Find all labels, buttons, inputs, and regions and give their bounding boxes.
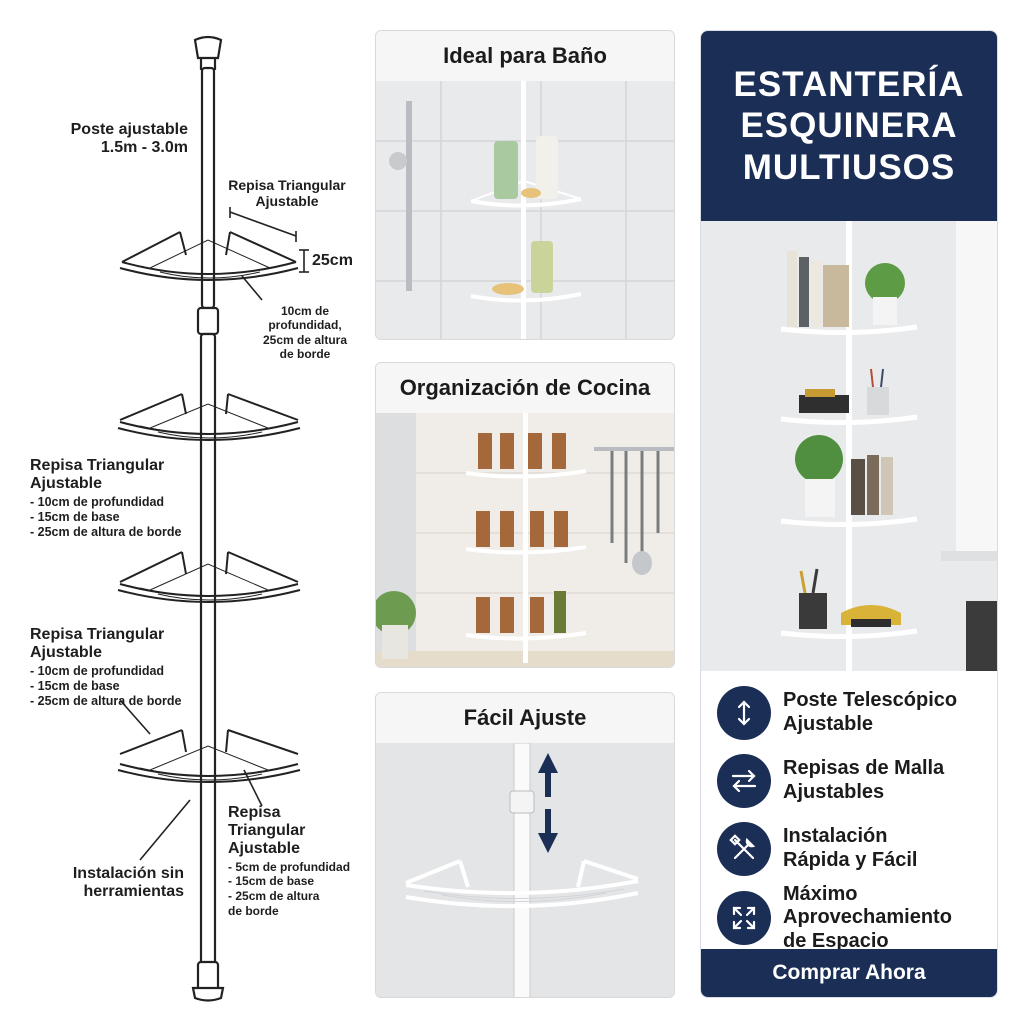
feature-installation-text: Instalación Rápida y Fácil xyxy=(783,825,918,871)
buy-now-button[interactable]: Comprar Ahora xyxy=(701,949,997,997)
pole-and-shelves-drawing xyxy=(117,35,309,1002)
shelf-2-spec: Repisa Triangular Ajustable 10cm de prof… xyxy=(30,457,210,541)
panel-title: ESTANTERÍA ESQUINERA MULTIUSOS xyxy=(733,65,965,187)
shelf-2-bullets: 10cm de profundidad 15cm de base 25cm de… xyxy=(30,495,210,541)
shelf-4 xyxy=(117,729,301,783)
pole-label: Poste ajustable 1.5m - 3.0m xyxy=(70,121,188,156)
product-diagram: Poste ajustable 1.5m - 3.0m Repisa Trian… xyxy=(0,0,370,1024)
card-adjust: Fácil Ajuste xyxy=(375,692,675,998)
feature-installation: Instalación Rápida y Fácil xyxy=(717,817,987,881)
card-kitchen: Organización de Cocina xyxy=(375,362,675,668)
kitchen-photo xyxy=(376,413,674,667)
shelf-2 xyxy=(117,393,301,441)
feature-telescopic: Poste Telescópico Ajustable xyxy=(717,681,987,745)
tools-icon xyxy=(717,822,771,876)
swap-arrows-icon xyxy=(717,754,771,808)
height-dimension-label: 25cm xyxy=(312,252,353,269)
shelf-4-spec: Repisa Triangular Ajustable 5cm de profu… xyxy=(228,804,368,918)
card-bathroom: Ideal para Baño xyxy=(375,30,675,340)
shelf-1 xyxy=(119,231,299,281)
card-kitchen-title: Organización de Cocina xyxy=(376,363,674,413)
feature-mesh-shelves-text: Repisas de Malla Ajustables xyxy=(783,757,945,803)
feature-telescopic-text: Poste Telescópico Ajustable xyxy=(783,689,958,735)
shelf-3-spec: Repisa Triangular Ajustable 10cm de prof… xyxy=(30,626,210,710)
feature-space-text: Máximo Aprovechamiento de Espacio xyxy=(783,882,952,952)
feature-mesh-shelves: Repisas de Malla Ajustables xyxy=(717,749,987,813)
card-adjust-title: Fácil Ajuste xyxy=(376,693,674,743)
bathroom-photo xyxy=(376,81,674,339)
install-label: Instalación sin herramientas xyxy=(72,865,184,900)
card-bathroom-title: Ideal para Baño xyxy=(376,31,674,81)
shelf-3-bullets: 10cm de profundidad 15cm de base 25cm de… xyxy=(30,664,210,710)
product-panel: ESTANTERÍA ESQUINERA MULTIUSOS xyxy=(700,30,998,998)
adjust-photo xyxy=(376,742,674,997)
feature-space: Máximo Aprovechamiento de Espacio xyxy=(717,873,987,963)
top-shelf-title: Repisa Triangular Ajustable xyxy=(228,177,346,209)
vertical-arrows-icon xyxy=(717,686,771,740)
expand-arrows-icon xyxy=(717,891,771,945)
panel-header: ESTANTERÍA ESQUINERA MULTIUSOS xyxy=(701,31,997,221)
living-room-photo xyxy=(701,221,997,671)
top-shelf-note: 10cm de profundidad, 25cm de altura de b… xyxy=(262,304,348,362)
shelf-3 xyxy=(117,551,301,603)
shelf-4-bullets: 5cm de profundidad 15cm de base 25cm de … xyxy=(228,860,368,919)
